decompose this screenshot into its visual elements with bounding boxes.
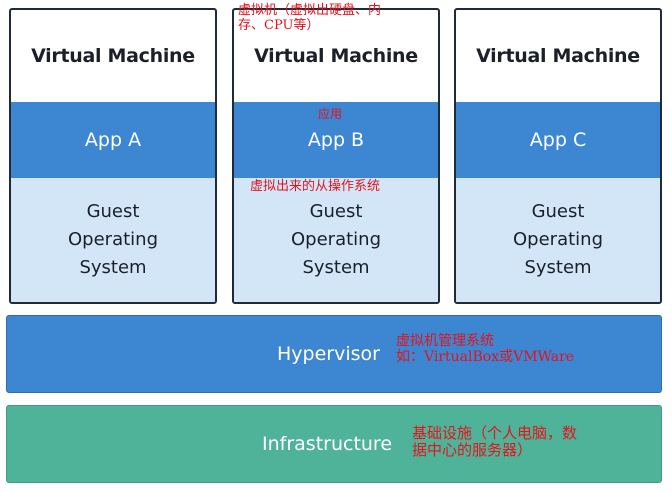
vm-annotation: 虚拟机（虚拟出硬盘、内 存、CPU等）	[238, 3, 382, 34]
infrastructure-label: Infrastructure	[262, 433, 393, 455]
guest-os-line: System	[79, 257, 147, 278]
guest-os-annotation: 虚拟出来的从操作系统	[250, 179, 381, 194]
hypervisor-annotation-line: 虚拟机管理系统	[396, 333, 494, 349]
infrastructure-annotation-line: 基础设施（个人电脑，数	[412, 424, 578, 442]
app-annotation: 应用	[318, 107, 343, 121]
guest-os-line: Operating	[291, 229, 381, 250]
hypervisor-annotation-line: 如：VirtualBox或VMWare	[396, 349, 575, 366]
vm-annotation-line: 虚拟机（虚拟出硬盘、内	[238, 3, 382, 18]
guest-os-line: System	[524, 257, 592, 278]
guest-os-line: System	[302, 257, 370, 278]
guest-os-line: Guest	[309, 201, 363, 222]
vm-title: Virtual Machine	[254, 45, 418, 67]
infrastructure-annotation: 基础设施（个人电脑，数 据中心的服务器）	[412, 424, 578, 460]
guest-os-block: Guest Operating System	[11, 178, 215, 302]
vm-annotation-line: 存、CPU等）	[238, 17, 320, 33]
hypervisor-layer: Hypervisor	[6, 315, 662, 393]
app-b-block: App B	[234, 102, 438, 178]
vm-title: Virtual Machine	[476, 45, 640, 67]
hypervisor-label: Hypervisor	[277, 343, 380, 365]
vm-a: Virtual Machine App A Guest Operating Sy…	[9, 8, 217, 304]
guest-os-line: Operating	[513, 229, 603, 250]
guest-os-block: Guest Operating System	[456, 178, 660, 302]
vm-title: Virtual Machine	[31, 45, 195, 67]
hypervisor-annotation: 虚拟机管理系统 如：VirtualBox或VMWare	[396, 333, 574, 365]
infrastructure-layer: Infrastructure	[6, 405, 662, 483]
guest-os-line: Operating	[68, 229, 158, 250]
guest-os-line: Guest	[531, 201, 585, 222]
app-a-block: App A	[11, 102, 215, 178]
guest-os-line: Guest	[86, 201, 140, 222]
vm-c: Virtual Machine App C Guest Operating Sy…	[454, 8, 662, 304]
vm-b: Virtual Machine App B Guest Operating Sy…	[232, 8, 440, 304]
app-c-block: App C	[456, 102, 660, 178]
guest-os-block: Guest Operating System	[234, 178, 438, 302]
infrastructure-annotation-line: 据中心的服务器）	[412, 441, 533, 460]
